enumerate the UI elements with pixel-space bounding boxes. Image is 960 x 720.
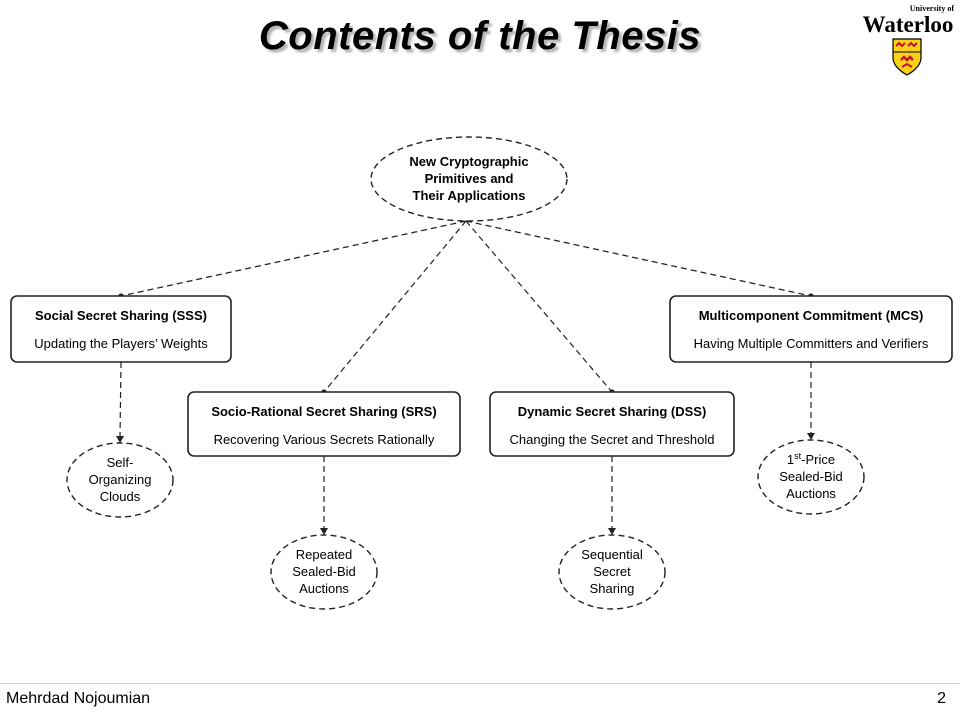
arrow-head [807,433,815,440]
box-sss [10,295,232,363]
connector-line [120,220,467,297]
author-name: Mehrdad Nojoumian [6,690,151,707]
app-node-label: Auctions [299,581,349,596]
arrow-head [116,436,124,443]
logo-line2: Waterloo [862,12,954,37]
box-subtitle-dss: Changing the Secret and Threshold [509,432,714,447]
box-title-sss: Social Secret Sharing (SSS) [35,308,207,323]
app-node-label: Self- [107,455,134,470]
arrow-line [119,361,122,438]
app-node-label: Auctions [786,486,836,501]
app-node-label: Sharing [590,581,635,596]
shield-icon [892,38,922,76]
root-node-label: New Cryptographic [409,154,528,169]
box-subtitle-sss: Updating the Players’ Weights [34,336,208,351]
connector-line [465,220,812,297]
arrow-head [608,528,616,535]
box-subtitle-mcs: Having Multiple Committers and Verifiers [694,336,929,351]
footer-divider [0,683,960,684]
box-mcs [669,295,953,363]
app-node-label: Secret [593,564,631,579]
app-node-mcs [757,439,865,515]
box-title-mcs: Multicomponent Commitment (MCS) [699,308,924,323]
app-node-srs [270,534,378,610]
box-title-dss: Dynamic Secret Sharing (DSS) [518,404,707,419]
app-node-label: Sequential [581,547,643,562]
connector-line [323,220,467,393]
app-node-label: Sealed-Bid [292,564,356,579]
app-node-sss [66,442,174,518]
app-node-label: Clouds [100,489,141,504]
logo-line1: University of [909,4,954,13]
app-node-label: Repeated [296,547,352,562]
app-node-label: Sealed-Bid [779,469,843,484]
box-title-srs: Socio-Rational Secret Sharing (SRS) [211,404,436,419]
arrow-head [320,528,328,535]
slide-title: Contents of the Thesis [258,14,702,58]
app-node-dss [558,534,666,610]
root-node [370,136,568,222]
app-node-label: Organizing [89,472,152,487]
app-node-label: 1st-Price [787,451,835,467]
connector-line [465,220,613,393]
root-node-label: Primitives and [425,171,514,186]
page-number: 2 [937,690,946,707]
university-logo: University of Waterloo [862,4,954,76]
box-subtitle-srs: Recovering Various Secrets Rationally [214,432,435,447]
root-node-label: Their Applications [413,188,526,203]
